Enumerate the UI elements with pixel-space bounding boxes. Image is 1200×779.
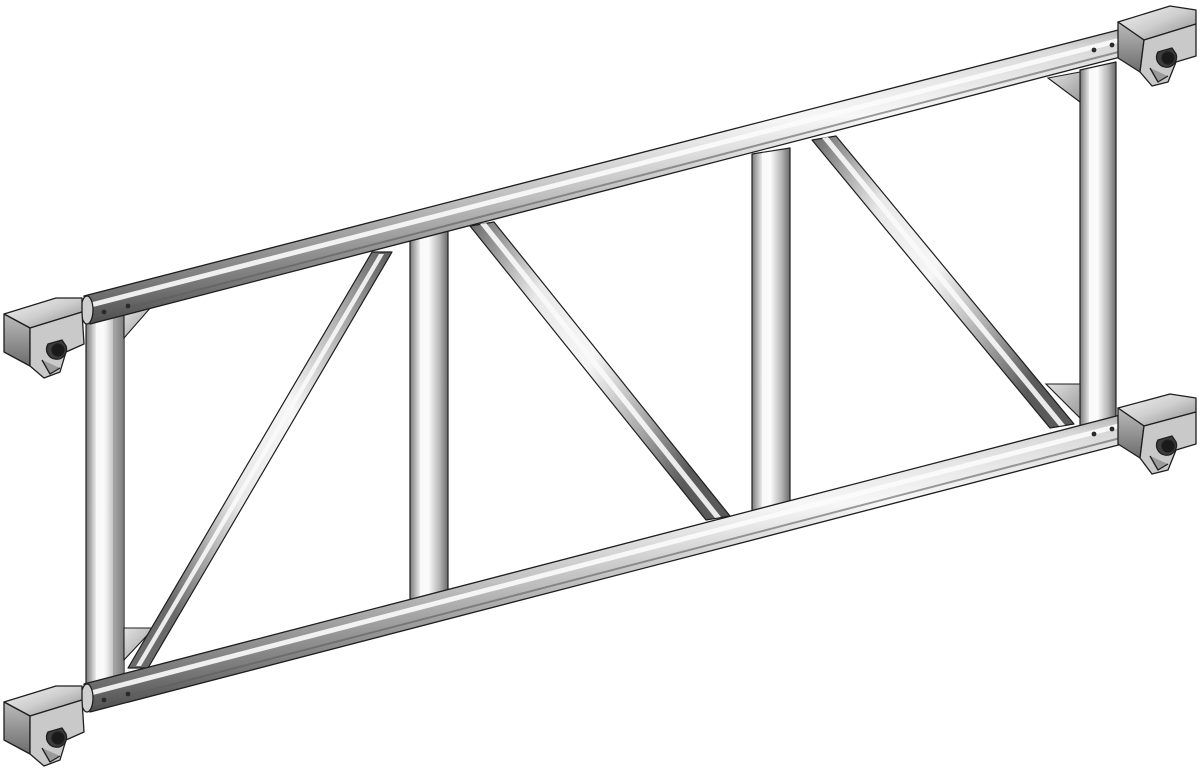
gusset-top-right — [1046, 71, 1081, 104]
diagonal-brace-2 — [469, 221, 731, 521]
diagonal-members — [127, 135, 1075, 669]
top-chord — [80, 27, 1133, 325]
gusset-plates — [123, 71, 1081, 662]
end-couplers — [3, 5, 1197, 767]
diagonal-brace-3 — [811, 135, 1075, 429]
interior-vertical-1 — [409, 225, 449, 607]
interior-vertical-2 — [751, 147, 791, 515]
gusset-bottom-right — [1044, 383, 1081, 420]
bottom-chord — [80, 413, 1131, 713]
diagonal-brace-1 — [127, 251, 393, 669]
coupler-top-right — [1117, 5, 1197, 87]
rivets — [101, 42, 1115, 703]
end-vertical-right — [1079, 61, 1117, 427]
end-vertical-left — [85, 297, 125, 689]
coupler-top-left — [3, 297, 85, 379]
coupler-bottom-left — [3, 685, 85, 767]
coupler-bottom-right — [1117, 393, 1197, 475]
chord-tubes — [80, 27, 1133, 713]
